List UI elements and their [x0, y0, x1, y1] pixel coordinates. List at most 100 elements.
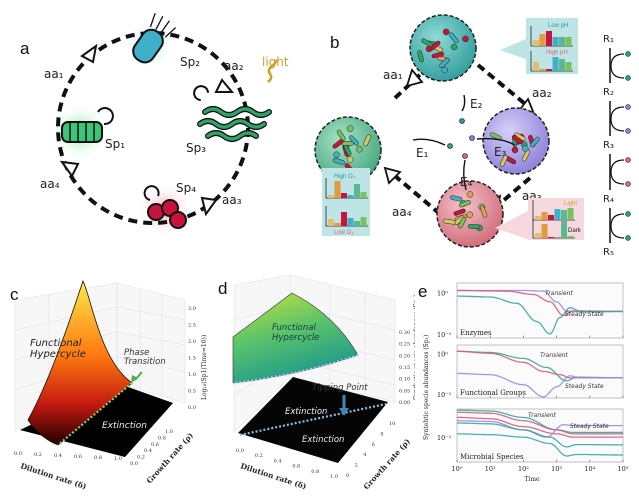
arrow-aa2-icon	[214, 78, 235, 93]
series-line-red	[456, 289, 624, 317]
z-tick-label: 1.5	[188, 356, 196, 362]
e2-label: E₂	[470, 97, 483, 111]
product-dot	[459, 118, 465, 124]
light-icon	[267, 59, 278, 83]
communities	[314, 14, 550, 248]
inset-bar	[539, 69, 546, 71]
x-tick-label: 0.2	[255, 453, 263, 459]
cell-icon	[346, 156, 354, 163]
cell-icon	[466, 191, 474, 198]
z-axis-label: Log₁₀(Sp1(Time=10))	[201, 335, 208, 400]
annotation-steady-state: Steady State	[565, 311, 604, 318]
x-tick-label: 10²	[518, 465, 529, 473]
cell-icon	[417, 50, 424, 63]
extinction-label-lower: Extinction	[302, 435, 344, 445]
y-tick-label: 10⁻¹	[437, 391, 452, 399]
inset-bar	[334, 181, 341, 198]
z-tick-label: 2.0	[188, 339, 196, 345]
y-tick-label: 0	[346, 473, 349, 479]
e3-arrow-icon	[476, 137, 516, 146]
z-tick-label: 0.10	[399, 377, 410, 383]
y-tick-label: 0.8	[158, 435, 166, 441]
series-line-red	[456, 416, 623, 438]
inset-bar	[334, 223, 341, 226]
x-tick-label: 0.0	[236, 448, 244, 454]
label-line: Hypercycle	[272, 333, 320, 343]
inset-bar	[546, 69, 552, 71]
label-line: Hypercycle	[30, 349, 86, 360]
z-tick-label: 0.0	[188, 405, 196, 411]
y-tick-label: 10⁰	[437, 350, 448, 358]
x-axis-label: Dilution rate (δ)	[19, 461, 87, 491]
panel-d: d Functional Hypercycle Tipping Point Ex…	[218, 274, 420, 491]
inset-bar	[541, 224, 548, 238]
sp4-organism-icon	[143, 185, 187, 229]
hypercycle-label: Functional Hypercycle	[272, 323, 320, 343]
inset-bar	[561, 210, 567, 220]
subplot-title: Functional Groups	[460, 389, 526, 397]
series-line-teal	[456, 409, 623, 434]
y-tick-label: 0.2	[137, 455, 145, 461]
inset-bar	[347, 218, 354, 226]
sp3-organism-icon	[193, 85, 272, 142]
inset-bar	[539, 34, 546, 46]
product-dot	[625, 104, 631, 110]
y-tick-label: 10⁻¹	[437, 434, 452, 442]
cell-icon	[522, 145, 529, 152]
product-dot	[625, 235, 631, 241]
cell-icon	[480, 205, 488, 218]
cell-icon	[529, 136, 540, 148]
branch-arrow-icon	[610, 159, 625, 185]
series-line-purple	[456, 372, 623, 398]
product-dot	[625, 75, 631, 81]
tipping-arrowhead-icon	[339, 408, 349, 416]
cell-icon	[448, 32, 459, 44]
cell-icon	[450, 195, 463, 202]
z-tick-label: 0.15	[399, 365, 410, 371]
community-e1	[314, 116, 382, 184]
cell-icon	[442, 28, 450, 36]
cell-icon	[511, 135, 524, 145]
cell-icon	[429, 40, 441, 51]
inset-bar	[561, 221, 567, 238]
inset-bar	[559, 59, 565, 71]
aa1-label: aa₁	[383, 68, 403, 82]
inset-bar	[546, 31, 552, 46]
aa3-label: aa₃	[222, 193, 242, 207]
cell-icon	[439, 57, 450, 69]
cell-icon	[458, 200, 471, 208]
subplot-title: Enzymes	[460, 329, 492, 337]
inset-bar	[354, 184, 360, 198]
cell-icon	[511, 146, 519, 154]
y-tick-label: 0.6	[151, 442, 159, 448]
x-tick-label: 0.4	[54, 453, 62, 459]
extinction-floor	[238, 377, 388, 463]
z-tick-label: 0.25	[399, 342, 410, 348]
inset-bar	[535, 216, 541, 220]
annotation-steady-state: Steady State	[565, 383, 604, 390]
y-tick-label: 8	[380, 431, 383, 437]
y-tick-label: 10⁰	[437, 290, 448, 298]
y-axis-label: Growth rate (ρ)	[145, 431, 195, 485]
reaction-label: R₃	[603, 140, 614, 151]
high-ph-label: High pH	[546, 50, 568, 56]
x-tick-label: 0.8	[94, 455, 102, 461]
y-axis-label: Growth rate (ρ)	[362, 437, 412, 491]
high-o2-label: High O₂	[334, 174, 356, 180]
product-dot	[625, 211, 631, 217]
aa2-label: aa₂	[224, 59, 244, 73]
z-tick-label: 0.20	[399, 353, 410, 359]
inset-bar	[559, 37, 565, 46]
reaction-label: R₄	[603, 194, 614, 205]
x-tick-label: 0.8	[311, 469, 319, 475]
label-line: Phase	[124, 348, 152, 358]
reaction-label: R₅	[603, 247, 614, 258]
e4-arrow-icon	[463, 159, 467, 191]
inset-bar	[328, 195, 334, 198]
panel-label-d: d	[218, 279, 227, 298]
e3-label: E₃	[494, 145, 507, 159]
x-tick-label: 0.4	[274, 458, 282, 464]
reaction-label: R₂	[603, 87, 614, 98]
